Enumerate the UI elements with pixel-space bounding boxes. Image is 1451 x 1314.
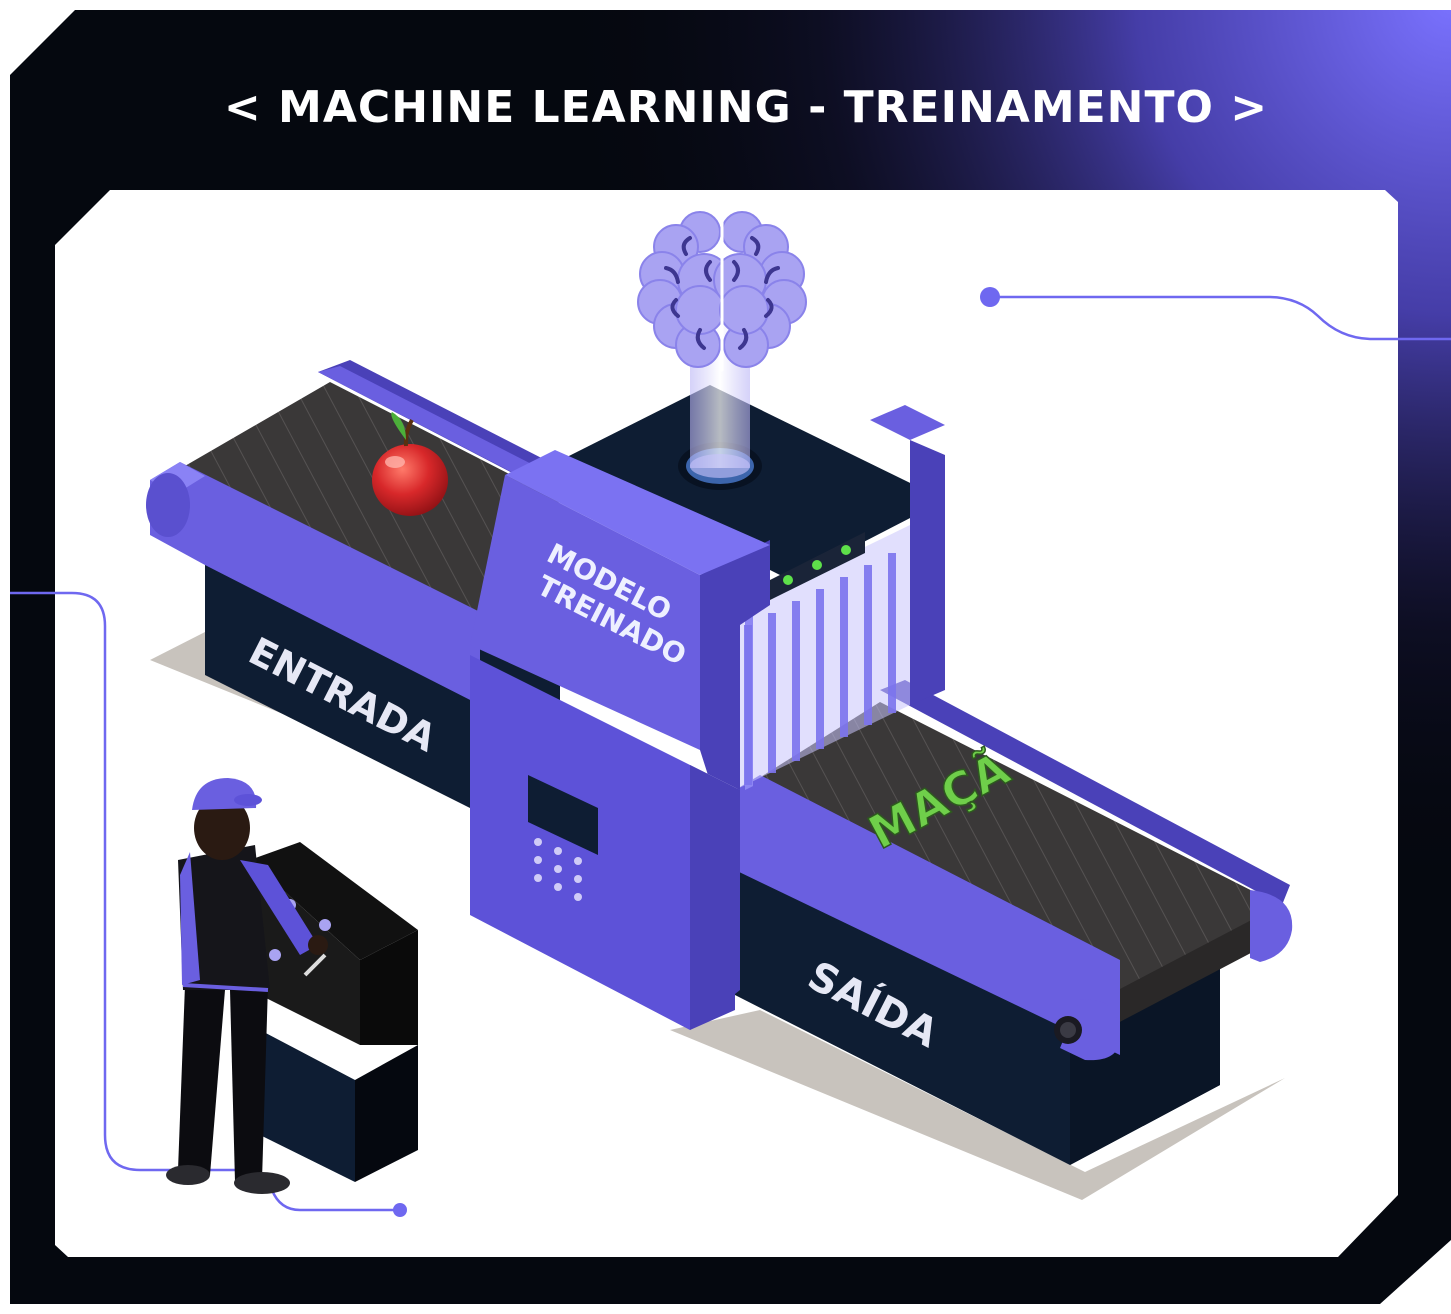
- indicator-light: [841, 545, 851, 555]
- page-title: < MACHINE LEARNING - TREINAMENTO >: [224, 82, 1268, 133]
- connector-dot-right: [980, 287, 1000, 307]
- connector-dot-left: [393, 1203, 407, 1217]
- console-knob: [319, 919, 331, 931]
- indicator-light: [783, 575, 793, 585]
- console-knob: [269, 949, 281, 961]
- indicator-light: [812, 560, 822, 570]
